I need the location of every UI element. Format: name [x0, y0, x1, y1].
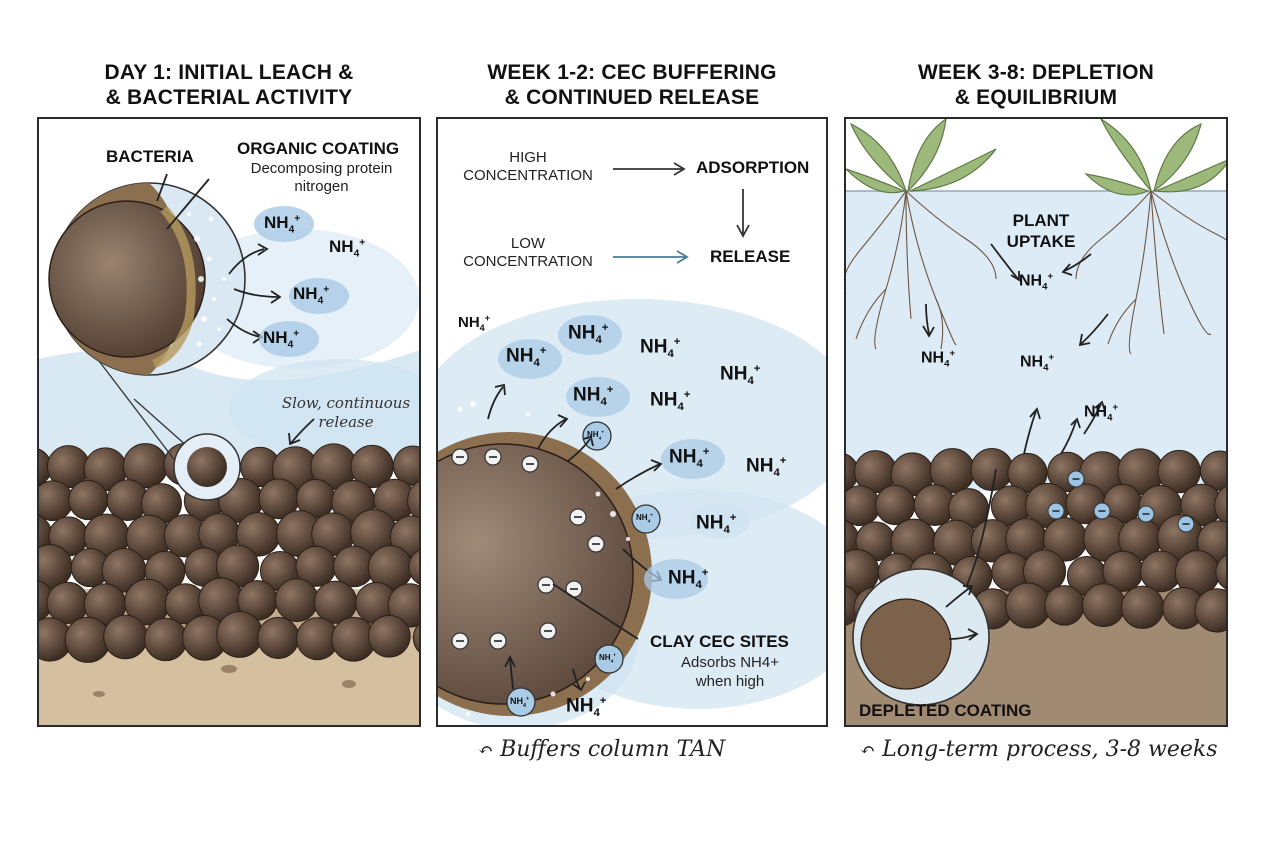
ion-nh4: NH4+ [746, 455, 787, 480]
high-concentration-1: HIGH [509, 149, 547, 166]
plant-uptake-label-2: UPTAKE [1006, 232, 1076, 251]
ion-nh4: NH4+ [263, 328, 300, 351]
pellet [274, 578, 319, 623]
low-concentration-1: LOW [510, 235, 546, 252]
ion-nh4-bound: NH4+ [510, 696, 530, 709]
pellet [408, 549, 419, 585]
adsorption-label: ADSORPTION [696, 158, 810, 177]
ion-nh4: NH4+ [720, 363, 761, 388]
release-note-1: Slow, continuous [281, 394, 411, 412]
ion-nh4: NH4+ [640, 336, 681, 361]
cec-sites [451, 448, 605, 650]
pellet [39, 480, 74, 522]
pellet [412, 623, 419, 653]
pellet-bed [39, 442, 419, 663]
pellet [1044, 585, 1085, 626]
pellet [46, 581, 89, 625]
pellet [1005, 582, 1052, 629]
panel2-illustration [438, 162, 826, 725]
panel1-illustration [39, 173, 419, 725]
panel-day1: BACTERIA ORGANIC COATING Decomposing pro… [37, 117, 421, 727]
curve-arrow-icon: ↶ [860, 740, 876, 761]
pellet [313, 580, 358, 624]
pellet [1194, 588, 1226, 633]
plant-uptake-label-1: PLANT [1012, 211, 1070, 230]
ion-nh4: NH4+ [1019, 271, 1054, 293]
pellet-bed [846, 447, 1226, 633]
ion-nh4-bound: NH4+ [636, 513, 654, 525]
depleted-coating-label: DEPLETED COATING [859, 701, 1032, 720]
ion-nh4: NH4+ [506, 345, 547, 370]
panel3-illustration [846, 119, 1226, 725]
ion-nh4: NH4+ [650, 389, 691, 414]
release-note-2: release [318, 413, 374, 431]
pellet [216, 611, 264, 658]
ion-nh4: NH4+ [458, 313, 490, 333]
panel1-title: DAY 1: INITIAL LEACH & & BACTERIAL ACTIV… [104, 61, 354, 109]
release-label: RELEASE [710, 247, 791, 266]
pellet [970, 447, 1014, 491]
ion-nh4-bound: NH4+ [599, 653, 617, 665]
pellet [846, 485, 881, 527]
pellet [103, 614, 148, 660]
panel2-caption: ↶ Buffers column TAN [478, 737, 726, 762]
organic-coating-label: ORGANIC COATING [237, 139, 400, 158]
low-concentration-2: CONCENTRATION [463, 253, 593, 270]
panel3-caption: ↶ Long-term process, 3-8 weeks [860, 737, 1218, 762]
high-concentration-2: CONCENTRATION [463, 167, 593, 184]
ion-nh4: NH4+ [566, 695, 607, 720]
pellet [407, 480, 419, 521]
panel-week3-8: PLANT UPTAKE DEPLETED COATING NH4+ NH4+ … [844, 117, 1228, 727]
ion-nh4-bound: NH4+ [587, 430, 605, 442]
ion-nh4: NH4+ [1020, 352, 1055, 374]
ion-nh4: NH4+ [573, 384, 614, 409]
panel3-title: WEEK 3-8: DEPLETION & EQUILIBRIUM [918, 61, 1154, 109]
bacteria-label: BACTERIA [106, 147, 194, 166]
clay-cec-sub1: Adsorbs NH4+ [681, 654, 779, 671]
pellet [144, 617, 188, 662]
ion-nh4: NH4+ [264, 213, 301, 236]
ion-nh4: NH4+ [669, 446, 710, 471]
ion-nh4: NH4+ [1084, 402, 1119, 424]
ion-nh4: NH4+ [696, 512, 737, 537]
pellet [367, 614, 411, 658]
pellet [257, 616, 300, 659]
ion-nh4: NH4+ [293, 284, 330, 307]
clay-cec-sub2: when high [695, 673, 765, 690]
ion-nh4: NH4+ [568, 322, 609, 347]
pellet [1215, 554, 1226, 590]
ion-nh4: NH4+ [329, 237, 366, 260]
ion-nh4: NH4+ [668, 567, 709, 592]
pellet [875, 484, 916, 526]
curve-arrow-icon: ↶ [478, 740, 494, 761]
ion-nh4: NH4+ [921, 348, 956, 370]
organic-coating-sub2: nitrogen [294, 178, 349, 195]
organic-coating-sub1: Decomposing protein [250, 160, 393, 177]
pellet [1214, 485, 1226, 526]
pellet [1007, 452, 1048, 494]
pellet [68, 479, 109, 521]
panel-week1-2: HIGH CONCENTRATION LOW CONCENTRATION ADS… [436, 117, 828, 727]
pellet [1081, 583, 1126, 628]
clay-cec-label: CLAY CEC SITES [650, 632, 789, 651]
panel2-title: WEEK 1-2: CEC BUFFERING & CONTINUED RELE… [487, 61, 777, 109]
pellet [1120, 585, 1165, 629]
